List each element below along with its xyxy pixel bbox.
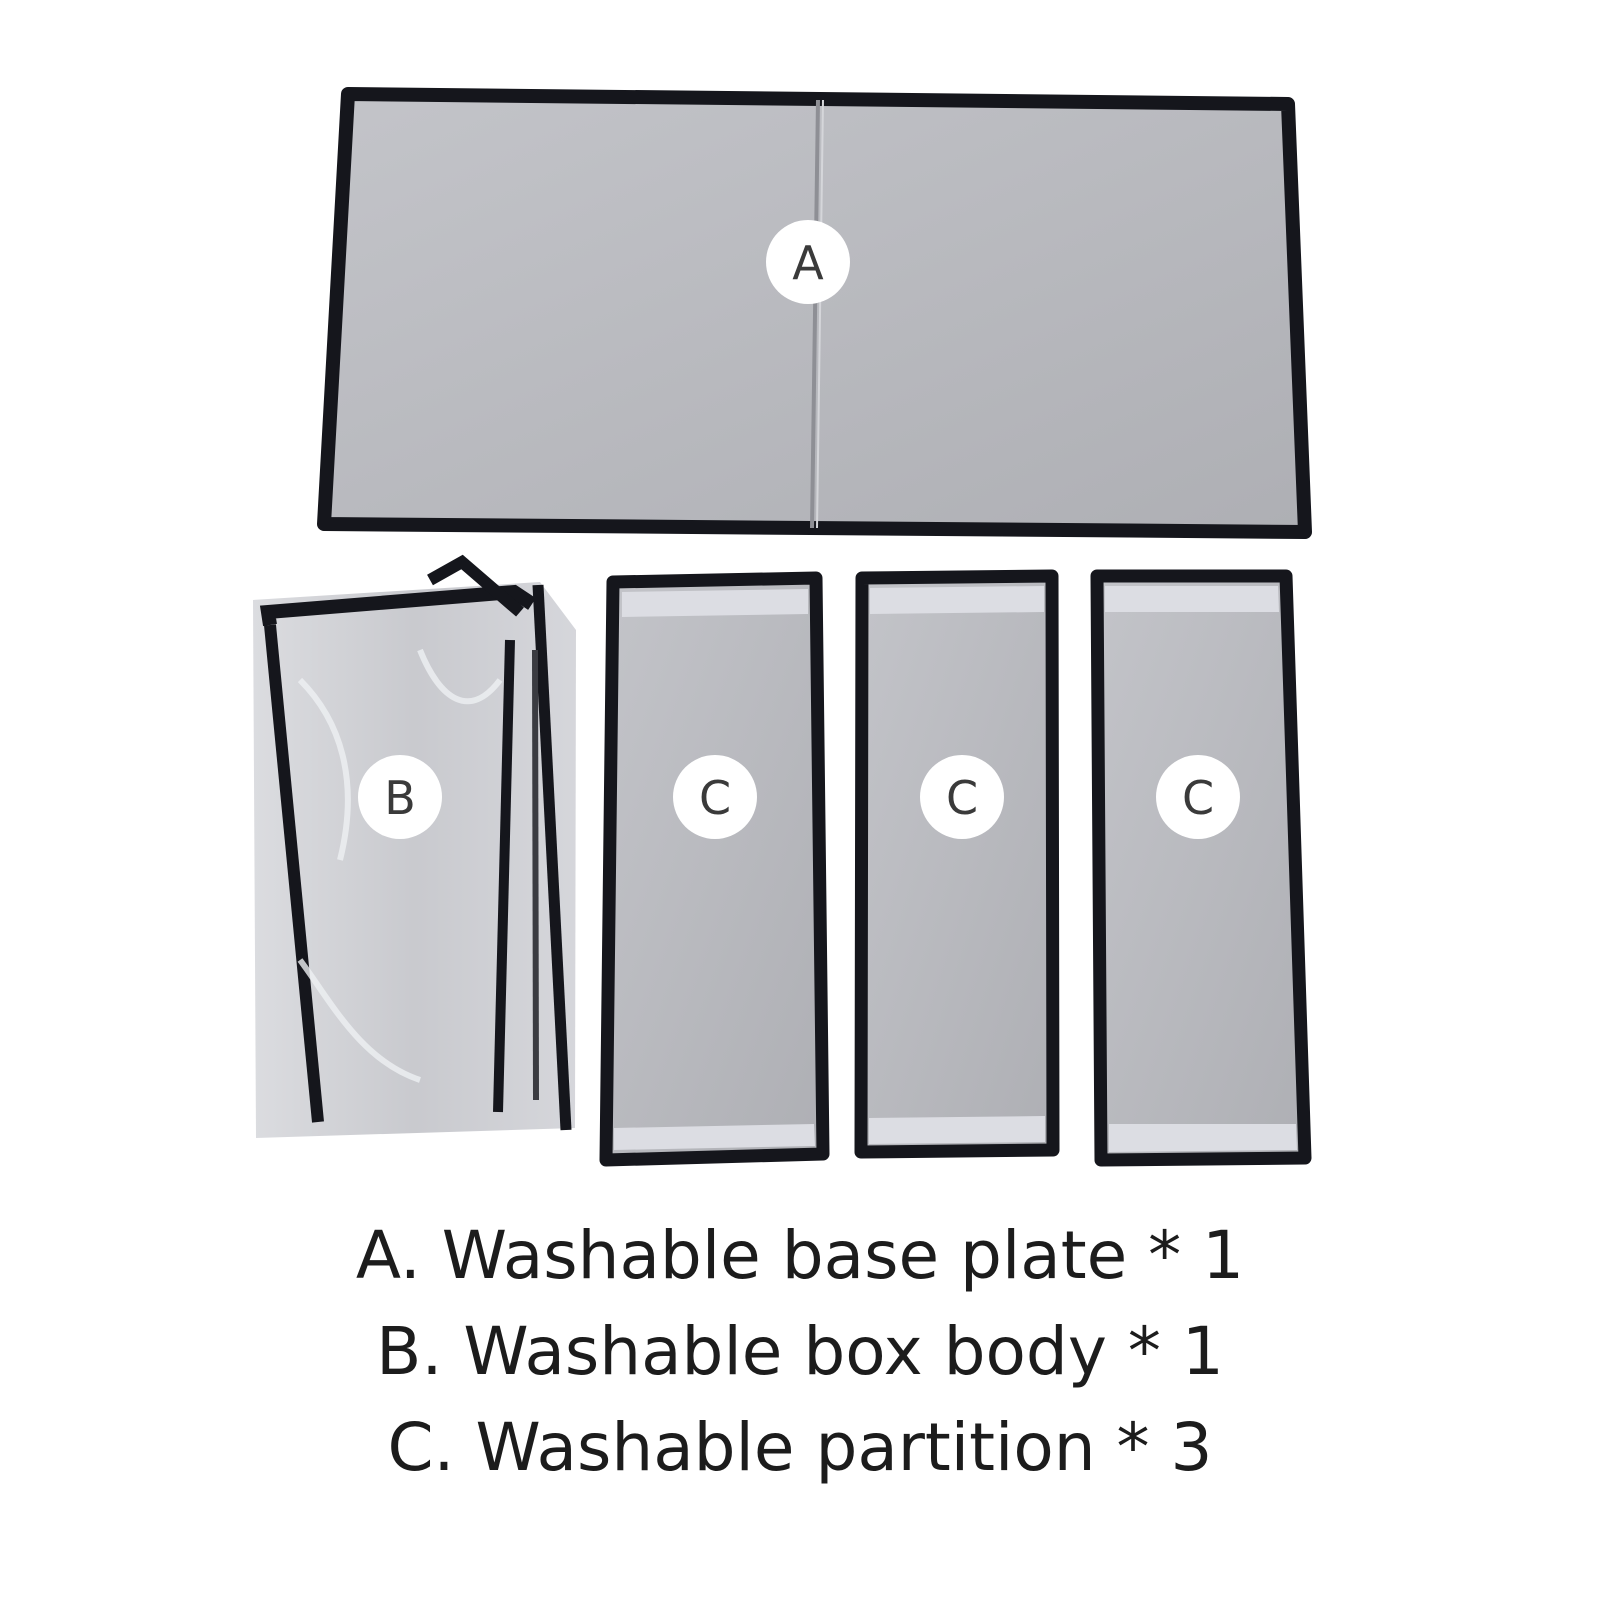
badge-c-1-letter: C [699,771,731,825]
partition-1-bottom-strip [614,1124,815,1150]
box-body-mid-edge [493,639,515,1113]
box-body-left-edge [264,624,324,1123]
badge-c-2-letter: C [946,771,978,825]
badge-c-3 [1156,755,1240,839]
partition-2: C [854,569,1060,1159]
badge-c-3-letter: C [1182,771,1214,825]
parts-caption: A. Washable base plate * 1 B. Washable b… [0,1208,1600,1496]
base-plate-fold [810,99,820,529]
badge-c-2 [920,755,1004,839]
partition-2-bottom-strip [869,1116,1045,1144]
product-illustration: A B C C [253,87,1312,1167]
box-body-right-edge [532,584,572,1131]
partition-3-top-strip [1105,586,1279,612]
partition-1-panel [599,571,830,1167]
caption-line-c: C. Washable partition * 3 [387,1409,1213,1486]
badge-b [358,755,442,839]
partition-3-panel [1090,569,1312,1167]
product-photo: A B C C [253,87,1312,1167]
box-body-inner-edge [532,649,539,1101]
partition-3-bottom-strip [1109,1124,1297,1152]
box-body: B [253,554,576,1138]
base-plate-fold-shadow [816,99,824,529]
badge-c-1 [673,755,757,839]
caption-line-b: B. Washable box body * 1 [376,1313,1224,1390]
box-body-plastic-glare [297,648,503,1083]
base-plate: A [317,87,1312,539]
caption-line-a: A. Washable base plate * 1 [355,1217,1245,1294]
box-body-plastic [253,582,576,1138]
partition-3: C [1090,569,1312,1167]
partition-2-panel [854,569,1060,1159]
badge-b-letter: B [384,771,416,825]
box-body-top-edge [259,584,536,627]
partition-1-top-strip [622,589,808,617]
badge-a [766,220,850,304]
box-body-tab [427,554,524,617]
partition-1: C [599,571,830,1167]
partition-2-top-strip [870,586,1044,614]
badge-a-letter: A [792,236,824,290]
